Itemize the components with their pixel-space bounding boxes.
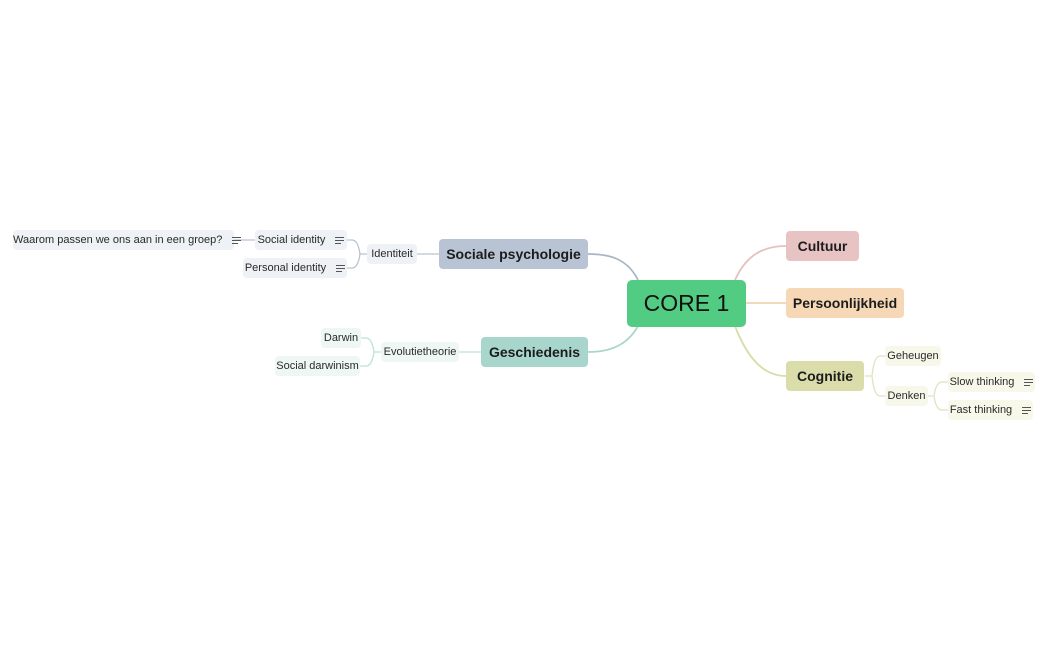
subtopic-personal-identity[interactable]: Personal identity: [243, 258, 347, 278]
subtopic-label: Darwin: [323, 332, 359, 344]
link-denken: [871, 375, 885, 397]
topic-sociale-psychologie[interactable]: Sociale psychologie: [439, 239, 588, 269]
notes-icon[interactable]: [335, 236, 345, 244]
subtopic-slow-thinking[interactable]: Slow thinking: [948, 372, 1035, 392]
subtopic-denken[interactable]: Denken: [885, 386, 928, 406]
subtopic-identiteit[interactable]: Identiteit: [367, 244, 417, 264]
link-sociale: [587, 253, 639, 281]
notes-icon[interactable]: [232, 236, 242, 244]
topic-label: Cognitie: [797, 368, 853, 384]
subtopic-darwin[interactable]: Darwin: [321, 328, 361, 348]
link-personal-identity: [347, 253, 361, 269]
link-social-identity: [347, 239, 367, 255]
link-cultuur: [734, 245, 787, 281]
subtopic-label: Personal identity: [244, 262, 327, 274]
link-darwinism: [360, 351, 375, 367]
subtopic-waarom[interactable]: Waarom passen we ons aan in een groep?: [13, 230, 242, 250]
link-geschiedenis: [587, 325, 639, 353]
link-geheugen: [865, 355, 885, 377]
subtopic-label: Fast thinking: [949, 404, 1013, 416]
subtopic-label: Geheugen: [887, 350, 939, 362]
subtopic-geheugen[interactable]: Geheugen: [885, 346, 941, 366]
link-darwin: [361, 337, 381, 353]
link-fast: [933, 395, 948, 411]
link-cognitie: [734, 325, 787, 377]
notes-icon[interactable]: [336, 264, 346, 272]
subtopic-label: Waarom passen we ons aan in een groep?: [13, 234, 223, 246]
topic-persoonlijkheid[interactable]: Persoonlijkheid: [786, 288, 904, 318]
subtopic-social-identity[interactable]: Social identity: [255, 230, 347, 250]
subtopic-label: Social darwinism: [276, 360, 359, 372]
topic-label: Sociale psychologie: [446, 246, 581, 262]
topic-cognitie[interactable]: Cognitie: [786, 361, 864, 391]
subtopic-label: Identiteit: [371, 248, 413, 260]
subtopic-label: Social identity: [257, 234, 326, 246]
topic-geschiedenis[interactable]: Geschiedenis: [481, 337, 588, 367]
subtopic-label: Slow thinking: [949, 376, 1015, 388]
subtopic-social-darwinism[interactable]: Social darwinism: [275, 356, 360, 376]
central-topic-label: CORE 1: [643, 290, 730, 316]
topic-label: Persoonlijkheid: [792, 295, 898, 311]
topic-label: Cultuur: [797, 238, 848, 254]
subtopic-evolutietheorie[interactable]: Evolutietheorie: [381, 342, 459, 362]
link-slow: [928, 381, 948, 397]
central-topic[interactable]: CORE 1: [627, 280, 746, 327]
subtopic-label: Denken: [887, 390, 926, 402]
notes-icon[interactable]: [1022, 406, 1032, 414]
subtopic-fast-thinking[interactable]: Fast thinking: [948, 400, 1033, 420]
notes-icon[interactable]: [1024, 378, 1034, 386]
topic-label: Geschiedenis: [488, 344, 581, 360]
topic-cultuur[interactable]: Cultuur: [786, 231, 859, 261]
subtopic-label: Evolutietheorie: [383, 346, 457, 358]
